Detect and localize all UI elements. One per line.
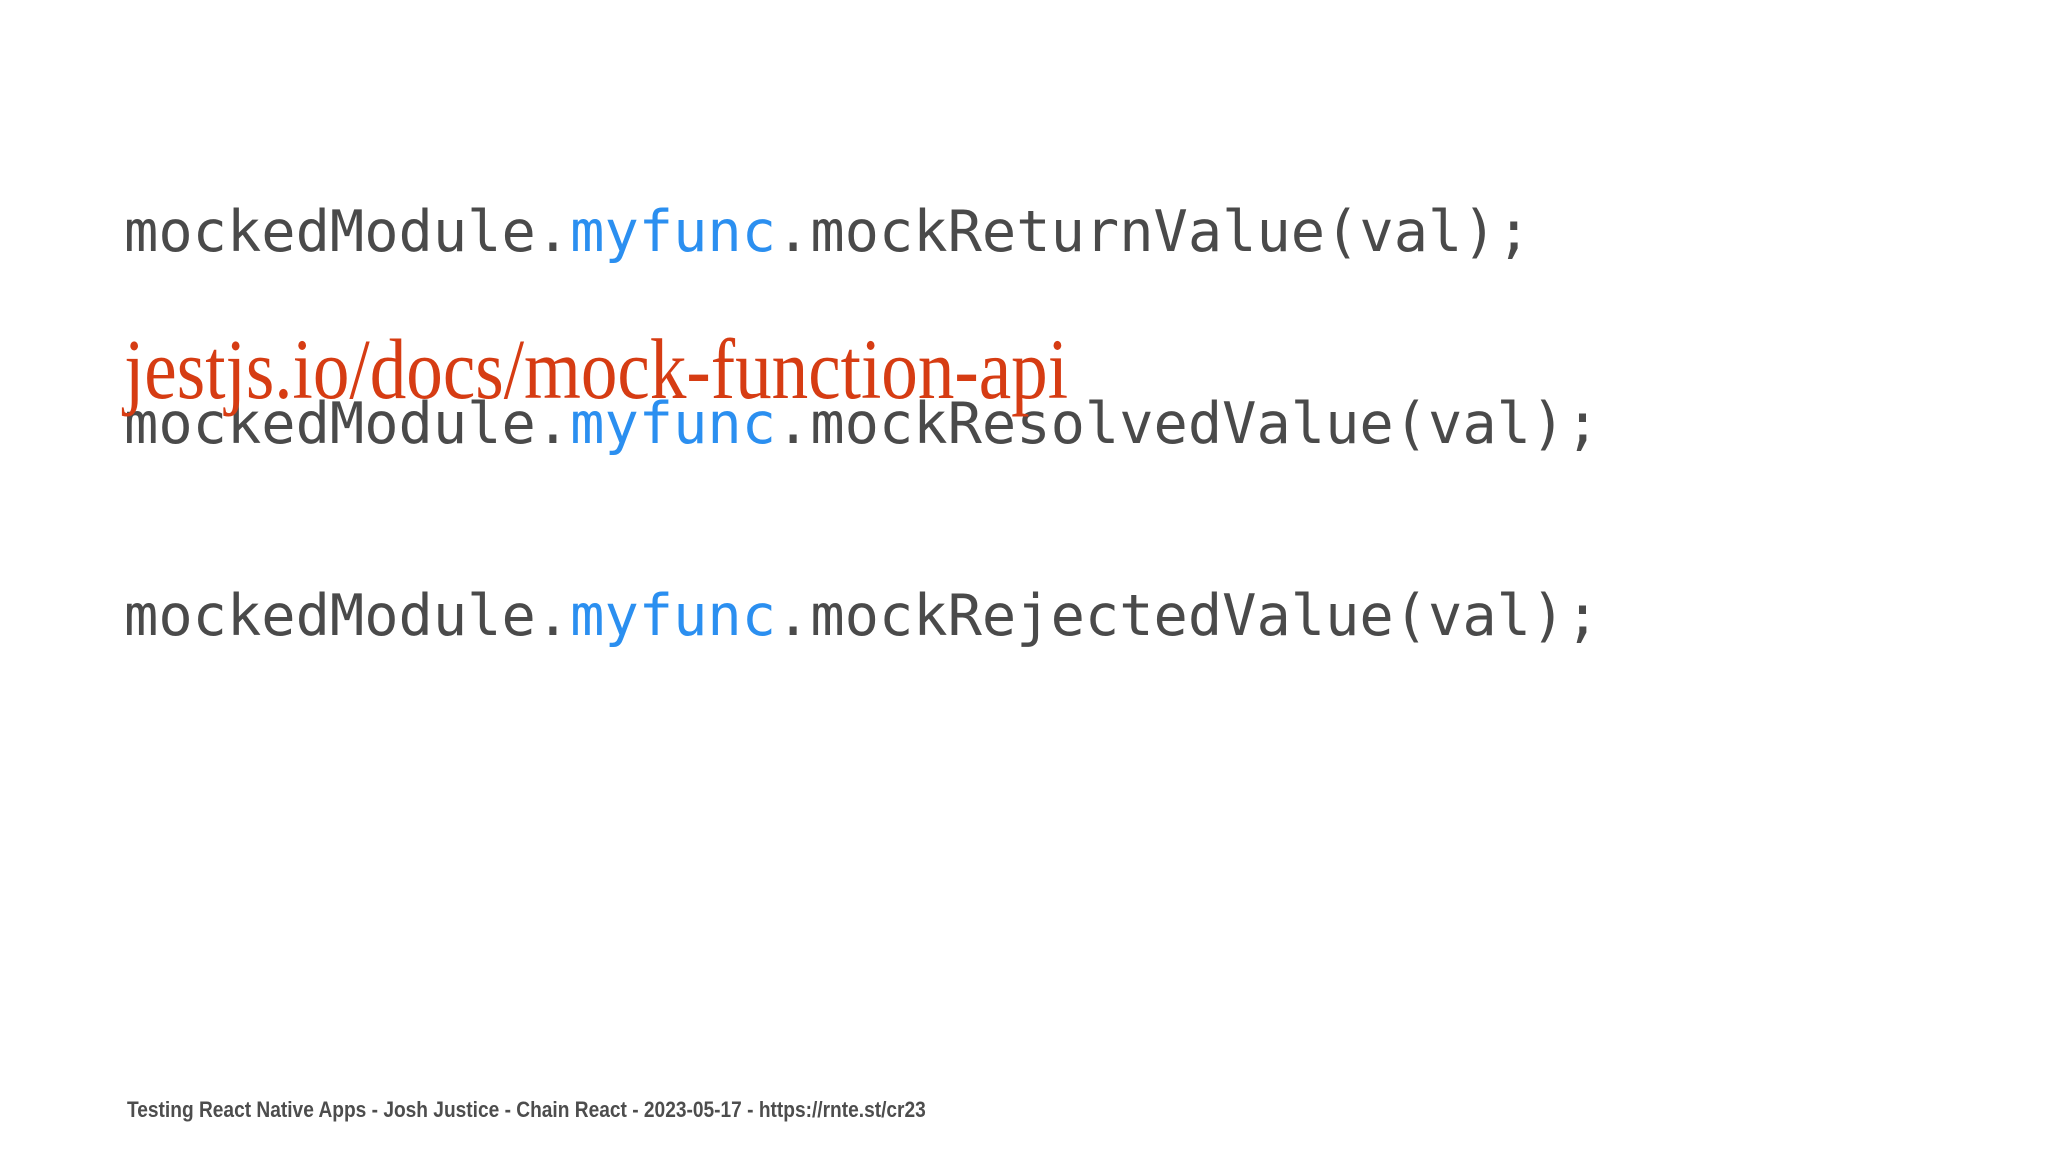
jest-docs-link[interactable]: jestjs.io/docs/mock-function-api <box>124 321 1069 417</box>
code-prefix: mockedModule. <box>124 199 571 265</box>
code-suffix: .mockRejectedValue(val); <box>776 583 1600 649</box>
code-line: mockedModule.myfunc.mockRejectedValue(va… <box>124 584 1600 648</box>
code-highlight-myfunc: myfunc <box>570 391 777 457</box>
code-highlight-myfunc: myfunc <box>570 199 777 265</box>
code-prefix: mockedModule. <box>124 391 571 457</box>
code-suffix: .mockReturnValue(val); <box>776 199 1532 265</box>
footer-credits: Testing React Native Apps - Josh Justice… <box>127 1097 926 1122</box>
code-prefix: mockedModule. <box>124 583 571 649</box>
code-line: mockedModule.myfunc.mockReturnValue(val)… <box>124 200 1600 264</box>
code-highlight-myfunc: myfunc <box>570 583 777 649</box>
code-line: mockedModule.myfunc.mockResolvedValue(va… <box>124 392 1600 456</box>
code-suffix: .mockResolvedValue(val); <box>776 391 1600 457</box>
code-block: mockedModule.myfunc.mockReturnValue(val)… <box>124 72 1600 776</box>
